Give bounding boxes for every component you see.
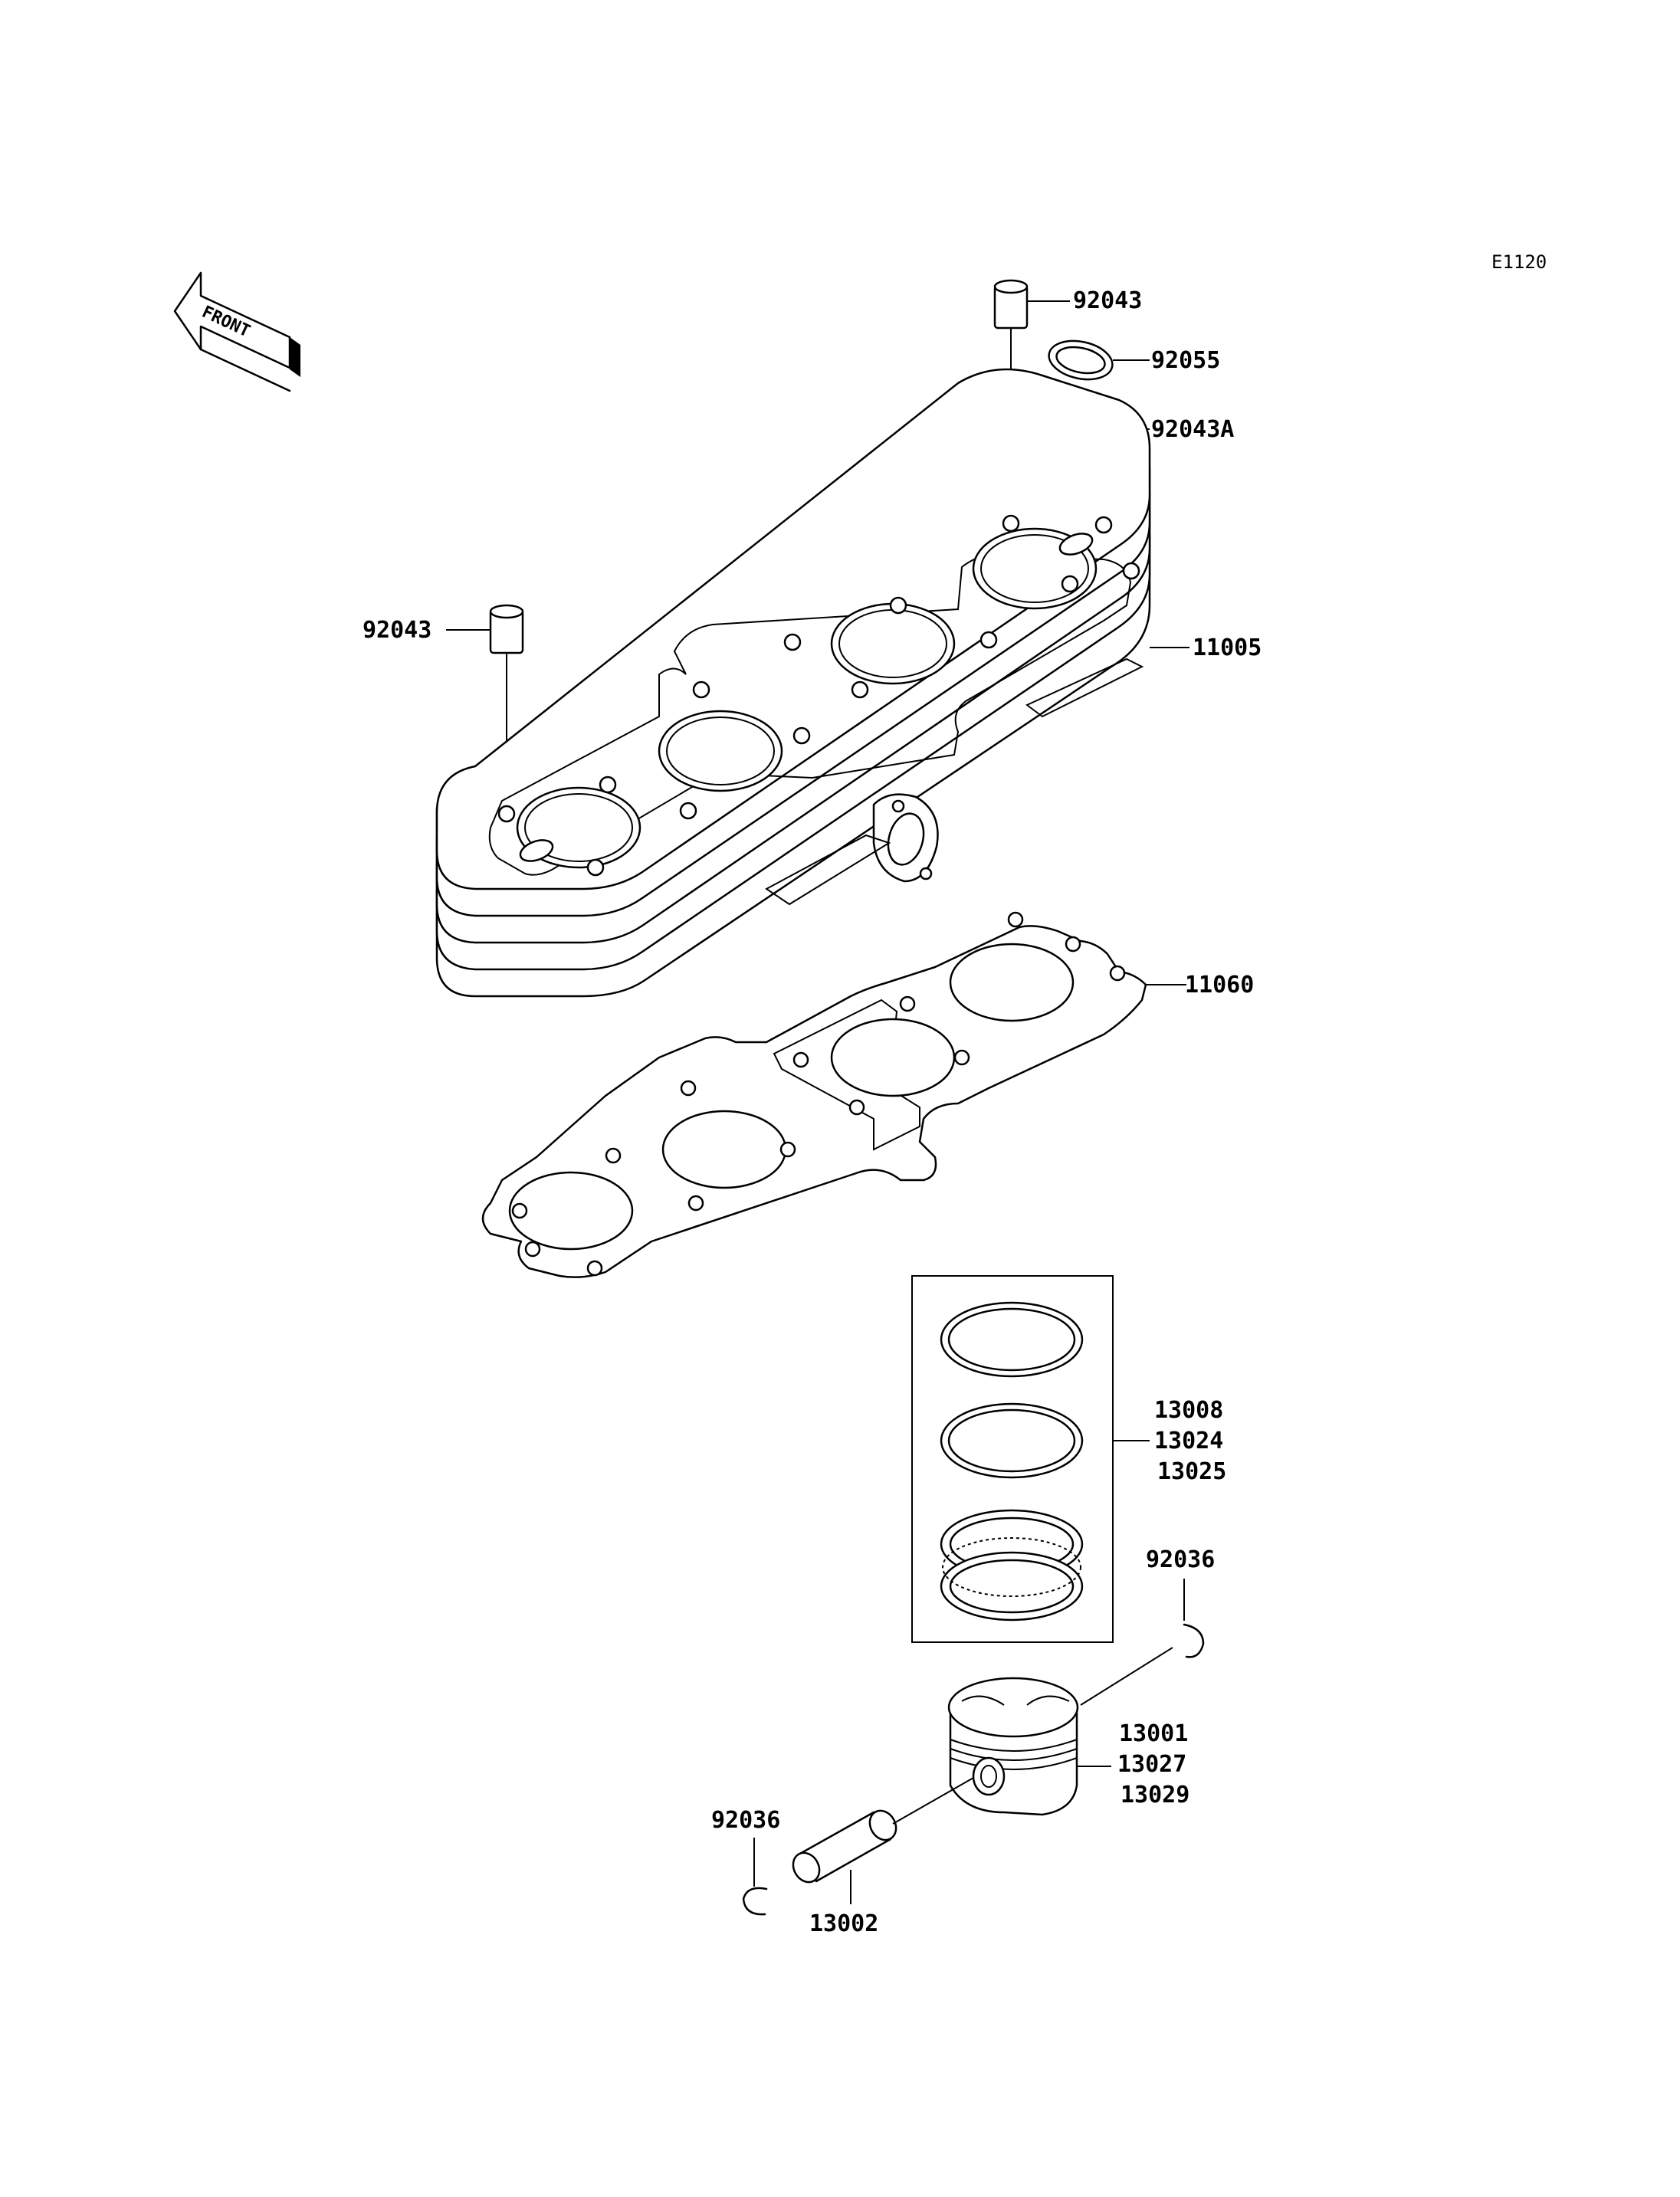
dowel-pin-top [993,279,1029,330]
piston-pin [792,1809,897,1884]
label-13024: 13024 [1154,1428,1223,1454]
cylinder-block [435,368,1151,998]
front-arrow-icon: FRONT [173,271,300,392]
label-11060: 11060 [1185,972,1254,998]
dowel-pin-left [489,604,524,654]
piston-pin-circlip-right [1183,1623,1205,1658]
label-13027: 13027 [1117,1751,1186,1778]
label-92043-top: 92043 [1073,287,1142,314]
diagram-code: E1120 [1491,251,1547,273]
label-13001: 13001 [1119,1720,1188,1747]
piston-pin-circlip-left [742,1887,768,1916]
label-13008: 13008 [1154,1397,1223,1424]
piston [947,1677,1079,1816]
label-13029: 13029 [1121,1782,1189,1808]
label-92036-right: 92036 [1146,1546,1215,1573]
label-92043-left: 92043 [363,617,431,644]
cylinder-base-gasket [481,911,1147,1278]
label-13025: 13025 [1157,1458,1226,1485]
label-92043A: 92043A [1151,416,1234,443]
piston-ring-set [911,1275,1114,1643]
label-92036-left: 92036 [711,1807,780,1834]
label-13002: 13002 [809,1910,878,1937]
label-92055: 92055 [1151,347,1220,374]
o-ring [1048,339,1114,381]
label-11005: 11005 [1193,635,1262,661]
